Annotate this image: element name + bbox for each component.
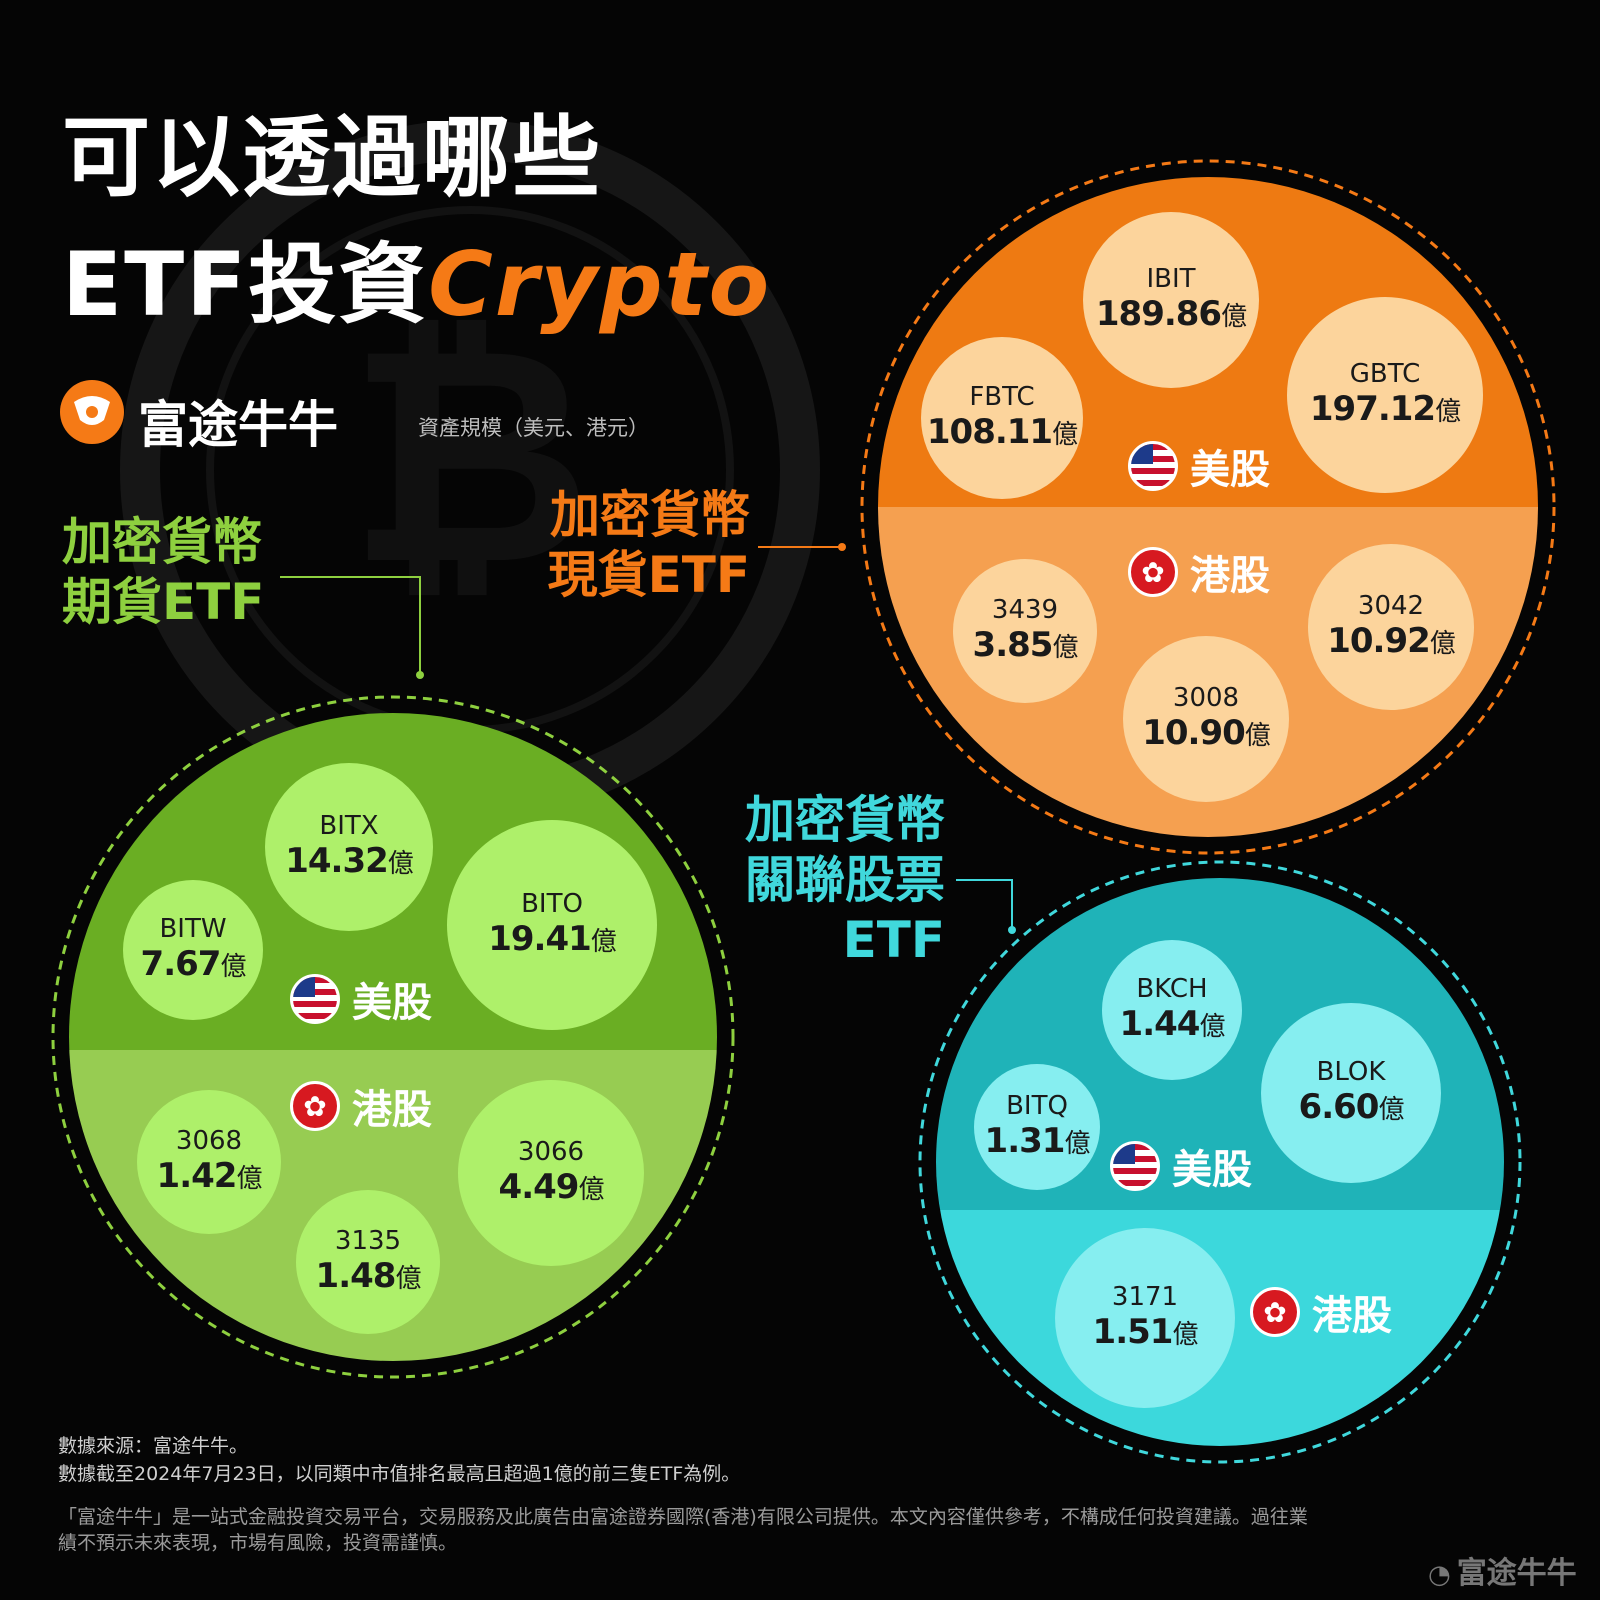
etf-bubble: GBTC 197.12億 [1287, 297, 1483, 493]
us-flag-icon [1110, 1141, 1160, 1191]
market-label-hk: ✿ 港股 [290, 1077, 432, 1135]
category-spot-label: 加密貨幣 現貨ETF [530, 485, 750, 605]
etf-ticker: 3008 [1172, 682, 1240, 713]
etf-bubble: 3439 3.85億 [953, 559, 1097, 703]
category-spot-line2: 現貨ETF [547, 546, 750, 604]
etf-bubble: IBIT 189.86億 [1083, 212, 1259, 388]
etf-ticker: 3439 [991, 594, 1059, 625]
title-prefix: ETF投資 [62, 233, 429, 336]
category-equity-label: 加密貨幣 關聯股票 ETF [700, 790, 945, 970]
futu-watermark-icon: ◔ [1428, 1560, 1451, 1590]
market-label-text: 港股 [1190, 553, 1270, 599]
market-label-text: 美股 [352, 980, 432, 1026]
hk-flag-icon: ✿ [290, 1081, 340, 1131]
category-equity-line2: 關聯股票 [745, 851, 945, 909]
futu-logo-icon [60, 380, 124, 444]
etf-ticker: 3042 [1357, 590, 1425, 621]
market-label-hk: ✿ 港股 [1250, 1283, 1392, 1341]
etf-bubble: 3066 4.49億 [458, 1080, 644, 1266]
watermark: ◔富途牛牛 [1428, 1548, 1577, 1592]
category-futures-line1: 加密貨幣 [62, 513, 262, 571]
etf-value: 19.41億 [488, 918, 617, 959]
svg-text:₿: ₿ [348, 282, 592, 631]
us-flag-icon [290, 974, 340, 1024]
footer-cutoff: 數據截至2024年7月23日，以同類中市值排名最高且超過1億的前三隻ETF為例。 [58, 1463, 741, 1485]
market-label-us: 美股 [1110, 1137, 1252, 1195]
etf-value: 3.85億 [972, 624, 1079, 665]
etf-ticker: FBTC [969, 381, 1035, 412]
etf-ticker: BITW [159, 913, 227, 944]
etf-bubble: BKCH 1.44億 [1102, 940, 1242, 1080]
equity-dashed-ring [918, 860, 1522, 1464]
etf-bubble: 3135 1.48億 [296, 1190, 440, 1334]
etf-value: 189.86億 [1095, 293, 1247, 334]
etf-value: 4.49億 [498, 1166, 605, 1207]
category-equity-line3: ETF [842, 911, 945, 969]
etf-ticker: IBIT [1146, 263, 1196, 294]
brand-name: 富途牛牛 [138, 396, 338, 454]
market-label-hk: ✿ 港股 [1128, 543, 1270, 601]
etf-ticker: BKCH [1136, 973, 1208, 1004]
etf-ticker: 3068 [175, 1125, 243, 1156]
market-label-text: 美股 [1190, 447, 1270, 493]
etf-ticker: 3066 [517, 1136, 585, 1167]
etf-value: 10.92億 [1327, 620, 1456, 661]
etf-ticker: BITX [319, 810, 379, 841]
futures-dashed-ring [51, 695, 735, 1379]
etf-value: 1.42億 [156, 1155, 263, 1196]
etf-bubble: FBTC 108.11億 [921, 337, 1083, 499]
footer-source: 數據來源：富途牛牛。 [58, 1435, 249, 1457]
etf-ticker: 3171 [1111, 1281, 1179, 1312]
page-title-line1: 可以透過哪些 [62, 106, 603, 209]
etf-bubble: BLOK 6.60億 [1261, 1003, 1441, 1183]
etf-bubble: 3068 1.42億 [137, 1090, 281, 1234]
etf-value: 10.90億 [1142, 712, 1271, 753]
etf-ticker: BLOK [1316, 1056, 1386, 1087]
category-spot-line1: 加密貨幣 [550, 486, 750, 544]
etf-ticker: BITO [521, 888, 583, 919]
etf-ticker: BITQ [1006, 1090, 1068, 1121]
etf-value: 1.31億 [984, 1120, 1091, 1161]
etf-bubble: BITQ 1.31億 [974, 1064, 1100, 1190]
hk-flag-icon: ✿ [1250, 1287, 1300, 1337]
spot-dashed-ring [860, 159, 1556, 855]
etf-bubble: BITX 14.32億 [265, 763, 433, 931]
market-label-text: 港股 [352, 1087, 432, 1133]
market-label-text: 港股 [1312, 1293, 1392, 1339]
etf-value: 7.67億 [140, 943, 247, 984]
etf-bubble: BITW 7.67億 [123, 880, 263, 1020]
market-label-text: 美股 [1172, 1147, 1252, 1193]
footer-disclaimer-2: 績不預示未來表現，市場有風險，投資需謹慎。 [58, 1532, 458, 1554]
etf-value: 1.51億 [1092, 1311, 1199, 1352]
etf-bubble: 3042 10.92億 [1308, 544, 1474, 710]
etf-value: 14.32億 [285, 840, 414, 881]
page-title-line2: ETF投資Crypto [62, 235, 771, 335]
market-label-us: 美股 [290, 970, 432, 1028]
category-futures-label: 加密貨幣 期貨ETF [62, 512, 264, 632]
etf-value: 108.11億 [926, 411, 1078, 452]
etf-value: 197.12億 [1309, 388, 1461, 429]
etf-ticker: GBTC [1349, 358, 1421, 389]
title-accent: Crypto [428, 233, 772, 336]
etf-value: 1.44億 [1119, 1003, 1226, 1044]
etf-bubble: 3008 10.90億 [1123, 636, 1289, 802]
etf-value: 6.60億 [1298, 1086, 1405, 1127]
category-futures-line2: 期貨ETF [62, 573, 265, 631]
etf-bubble: BITO 19.41億 [447, 820, 657, 1030]
subtitle: 資產規模（美元、港元） [418, 416, 649, 440]
footer-disclaimer-1: 「富途牛牛」是一站式金融投資交易平台，交易服務及此廣告由富途證券國際(香港)有限… [58, 1506, 1308, 1528]
category-equity-line1: 加密貨幣 [745, 791, 945, 849]
us-flag-icon [1128, 441, 1178, 491]
market-label-us: 美股 [1128, 437, 1270, 495]
hk-flag-icon: ✿ [1128, 547, 1178, 597]
etf-value: 1.48億 [315, 1255, 422, 1296]
etf-bubble: 3171 1.51億 [1055, 1228, 1235, 1408]
watermark-text: 富途牛牛 [1456, 1556, 1577, 1591]
etf-ticker: 3135 [334, 1225, 402, 1256]
